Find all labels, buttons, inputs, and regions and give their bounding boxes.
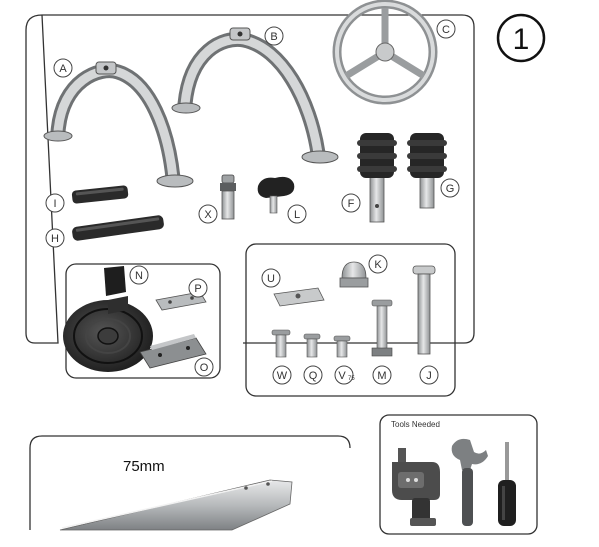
label-h: H: [45, 228, 65, 248]
part-i-short-tube: [71, 185, 129, 204]
tools-title: Tools Needed: [391, 420, 440, 429]
svg-text:W: W: [277, 370, 288, 382]
label-k: K: [368, 254, 388, 274]
label-b: B: [264, 26, 284, 46]
part-n-bracket: [104, 266, 128, 314]
label-p: P: [188, 278, 208, 298]
label-v: V 75: [334, 365, 355, 385]
part-a-arch-handle: [43, 61, 194, 188]
svg-text:L: L: [294, 209, 300, 221]
label-n: N: [129, 265, 149, 285]
svg-text:X: X: [204, 209, 212, 221]
svg-text:V: V: [338, 370, 346, 382]
svg-text:A: A: [59, 63, 67, 75]
label-q: Q: [303, 365, 323, 385]
svg-text:O: O: [200, 362, 209, 374]
svg-text:U: U: [267, 273, 275, 285]
label-o: O: [194, 357, 214, 377]
part-o-mount-plate: [139, 334, 207, 369]
svg-text:F: F: [348, 198, 355, 210]
part-k-cap-nut: [339, 261, 369, 288]
svg-text:P: P: [194, 283, 201, 295]
svg-text:B: B: [270, 31, 277, 43]
part-p-plate: [155, 291, 207, 311]
part-x-small-fitting: [220, 174, 236, 220]
svg-text:J: J: [426, 370, 432, 382]
part-j-long-pin: [412, 265, 436, 355]
part-h-long-tube: [72, 215, 164, 241]
label-a: A: [53, 58, 73, 78]
tube-panel: [29, 435, 351, 530]
svg-text:Q: Q: [309, 370, 318, 382]
svg-text:75: 75: [348, 376, 355, 382]
label-j: J: [419, 365, 439, 385]
part-g-grip-post: [407, 133, 447, 209]
label-u: U: [261, 268, 281, 288]
svg-text:H: H: [51, 233, 59, 245]
parts-panel-outline: [25, 14, 475, 344]
label-l: L: [287, 204, 307, 224]
svg-text:K: K: [374, 259, 382, 271]
part-q-screw: [303, 333, 321, 358]
part-c-steering-wheel: [332, 0, 438, 105]
label-w: W: [272, 365, 292, 385]
svg-text:N: N: [135, 270, 143, 282]
hardware-panel: [245, 243, 456, 397]
svg-text:I: I: [53, 198, 56, 210]
svg-text:M: M: [377, 370, 386, 382]
step-number: 1: [513, 23, 530, 56]
label-x: X: [198, 204, 218, 224]
label-f: F: [341, 193, 361, 213]
part-m-bolt: [371, 299, 393, 357]
tools-panel: [379, 414, 538, 535]
part-b-arch-handle: [171, 27, 339, 164]
part-f-grip-post: [357, 133, 397, 223]
label-c: C: [436, 19, 456, 39]
part-75mm-tube: [59, 479, 293, 531]
part-w-screw: [271, 329, 291, 358]
label-g: G: [440, 178, 460, 198]
part-l-knob-bolt: [257, 176, 295, 214]
svg-text:C: C: [442, 24, 450, 36]
part-v-screw: [333, 335, 351, 358]
wrench-icon: [451, 438, 488, 526]
screwdriver-icon: [498, 442, 516, 526]
wheel-panel: [65, 263, 221, 379]
dimension-label: 75mm: [123, 458, 165, 475]
label-i: I: [45, 193, 65, 213]
label-m: M: [372, 365, 392, 385]
svg-text:G: G: [446, 183, 455, 195]
drill-icon: [392, 448, 440, 526]
part-u-bracket: [273, 287, 325, 307]
step-number-badge: 1: [496, 13, 546, 63]
